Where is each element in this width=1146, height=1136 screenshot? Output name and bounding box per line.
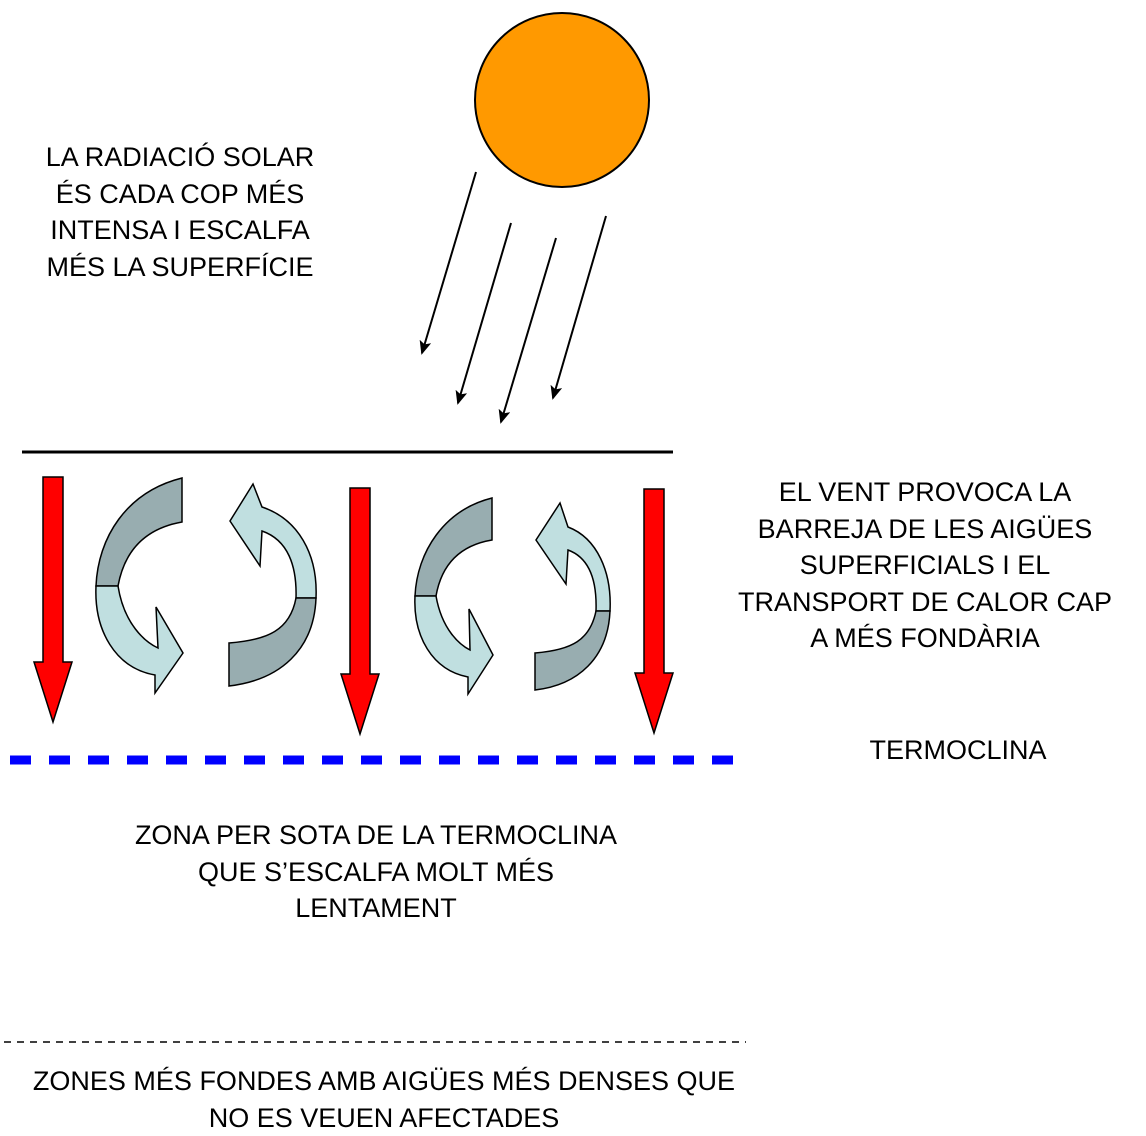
thermocline-label: TERMOCLINA bbox=[869, 735, 1047, 765]
down-arrow-icon bbox=[339, 487, 381, 737]
mixing-arrow-right-light bbox=[535, 501, 611, 612]
solar-ray bbox=[419, 171, 477, 355]
mixing-arrow-right-dark bbox=[534, 610, 611, 691]
down-arrow-icon bbox=[633, 488, 675, 736]
mixing-arrow-right-light bbox=[229, 482, 317, 599]
circular-mixing-arrows-icon bbox=[95, 477, 317, 696]
mixing-arrow-left-dark bbox=[414, 497, 493, 597]
sun-icon bbox=[474, 12, 650, 188]
down-arrow-icon bbox=[32, 476, 74, 725]
solar-rays bbox=[419, 171, 607, 424]
solar-ray bbox=[455, 222, 512, 405]
mixing-arrow-left-dark bbox=[95, 477, 183, 587]
solar-ray bbox=[550, 215, 607, 400]
mixing-arrow-left-light bbox=[95, 585, 184, 696]
wind-mixing-label: EL VENT PROVOCA LA BARREJA DE LES AIGÜES… bbox=[737, 477, 1113, 653]
solar-radiation-label: LA RADIACIÓ SOLAR ÉS CADA COP MÉS INTENS… bbox=[45, 142, 315, 282]
mixing-arrow-right-dark bbox=[228, 597, 317, 687]
below-thermocline-label: ZONA PER SOTA DE LA TERMOCLINA QUE S’ESC… bbox=[134, 820, 618, 923]
solar-ray bbox=[498, 237, 557, 424]
circular-mixing-arrows-icon bbox=[414, 497, 611, 697]
heat-arrows bbox=[32, 476, 675, 737]
mixing-arrow-left-light bbox=[414, 595, 494, 697]
deep-zones-label: ZONES MÉS FONDES AMB AIGÜES MÉS DENSES Q… bbox=[32, 1066, 736, 1133]
